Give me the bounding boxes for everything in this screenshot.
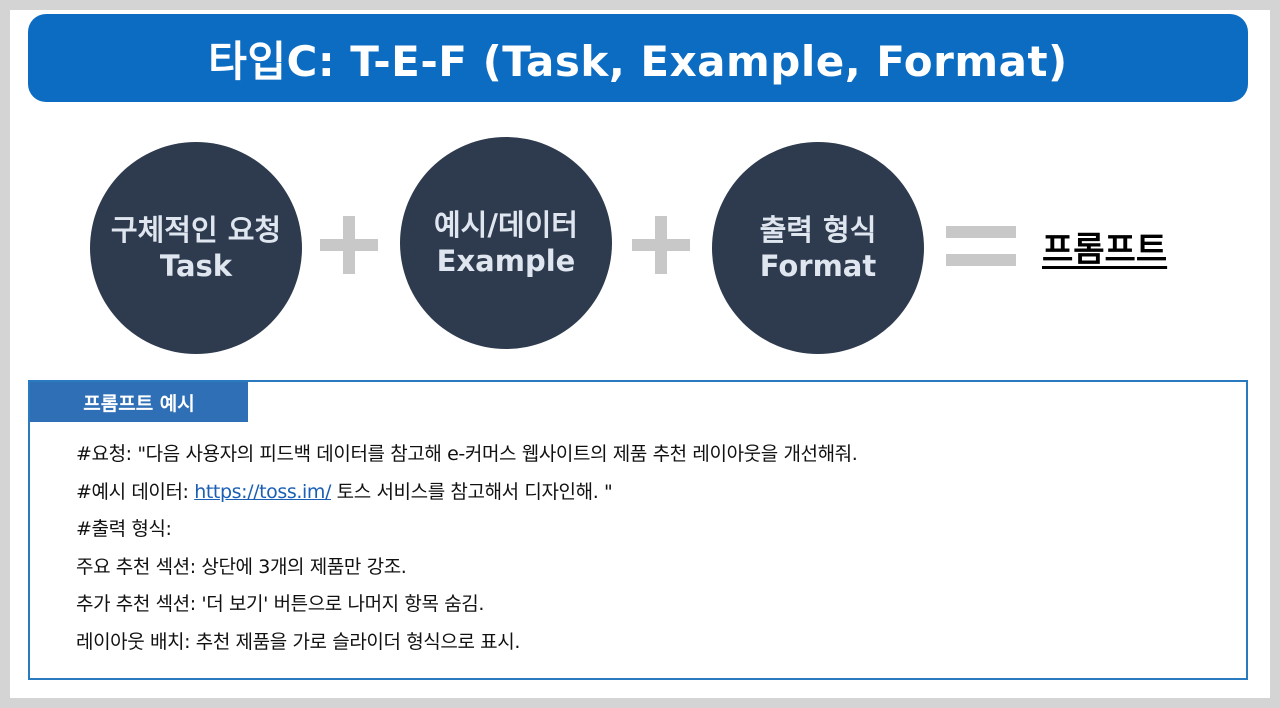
example-line: #출력 형식:: [76, 518, 172, 540]
prompt-example-box: 프롬프트 예시 #요청: "다음 사용자의 피드백 데이터를 참고해 e-커머스…: [28, 380, 1248, 680]
example-english-label: Example: [436, 244, 576, 278]
title-banner: 타입C: T-E-F (Task, Example, Format): [28, 14, 1248, 102]
format-circle: 출력 형식 Format: [712, 142, 924, 354]
result-label: 프롬프트: [1042, 230, 1168, 270]
example-line-suffix: 토스 서비스를 참고해서 디자인해. ": [331, 480, 613, 503]
format-english-label: Format: [759, 249, 877, 283]
example-line: #예시 데이터: https://toss.im/ 토스 서비스를 참고해서 디…: [76, 474, 1226, 512]
task-circle: 구체적인 요청 Task: [90, 142, 302, 354]
task-korean-label: 구체적인 요청: [110, 213, 282, 247]
example-line: 추가 추천 섹션: '더 보기' 버튼으로 나머지 항목 숨김.: [76, 593, 485, 615]
example-circle: 예시/데이터 Example: [400, 137, 612, 349]
example-line-prefix: #예시 데이터:: [76, 480, 195, 503]
example-korean-label: 예시/데이터: [434, 208, 578, 242]
prompt-example-lines: #요청: "다음 사용자의 피드백 데이터를 참고해 e-커머스 웹사이트의 제…: [76, 436, 1226, 661]
slide-title: 타입C: T-E-F (Task, Example, Format): [208, 36, 1068, 86]
format-korean-label: 출력 형식: [759, 213, 877, 247]
task-english-label: Task: [159, 249, 233, 283]
equals-icon: [946, 226, 1016, 266]
example-line: #요청: "다음 사용자의 피드백 데이터를 참고해 e-커머스 웹사이트의 제…: [76, 443, 858, 465]
plus-icon: [320, 216, 378, 274]
prompt-example-tab: 프롬프트 예시: [30, 382, 248, 422]
plus-icon: [632, 216, 690, 274]
example-line: 레이아웃 배치: 추천 제품을 가로 슬라이더 형식으로 표시.: [76, 630, 520, 653]
slide: 타입C: T-E-F (Task, Example, Format) 구체적인 …: [10, 10, 1270, 698]
example-link[interactable]: https://toss.im/: [194, 480, 332, 503]
example-line: 주요 추천 섹션: 상단에 3개의 제품만 강조.: [76, 555, 407, 578]
